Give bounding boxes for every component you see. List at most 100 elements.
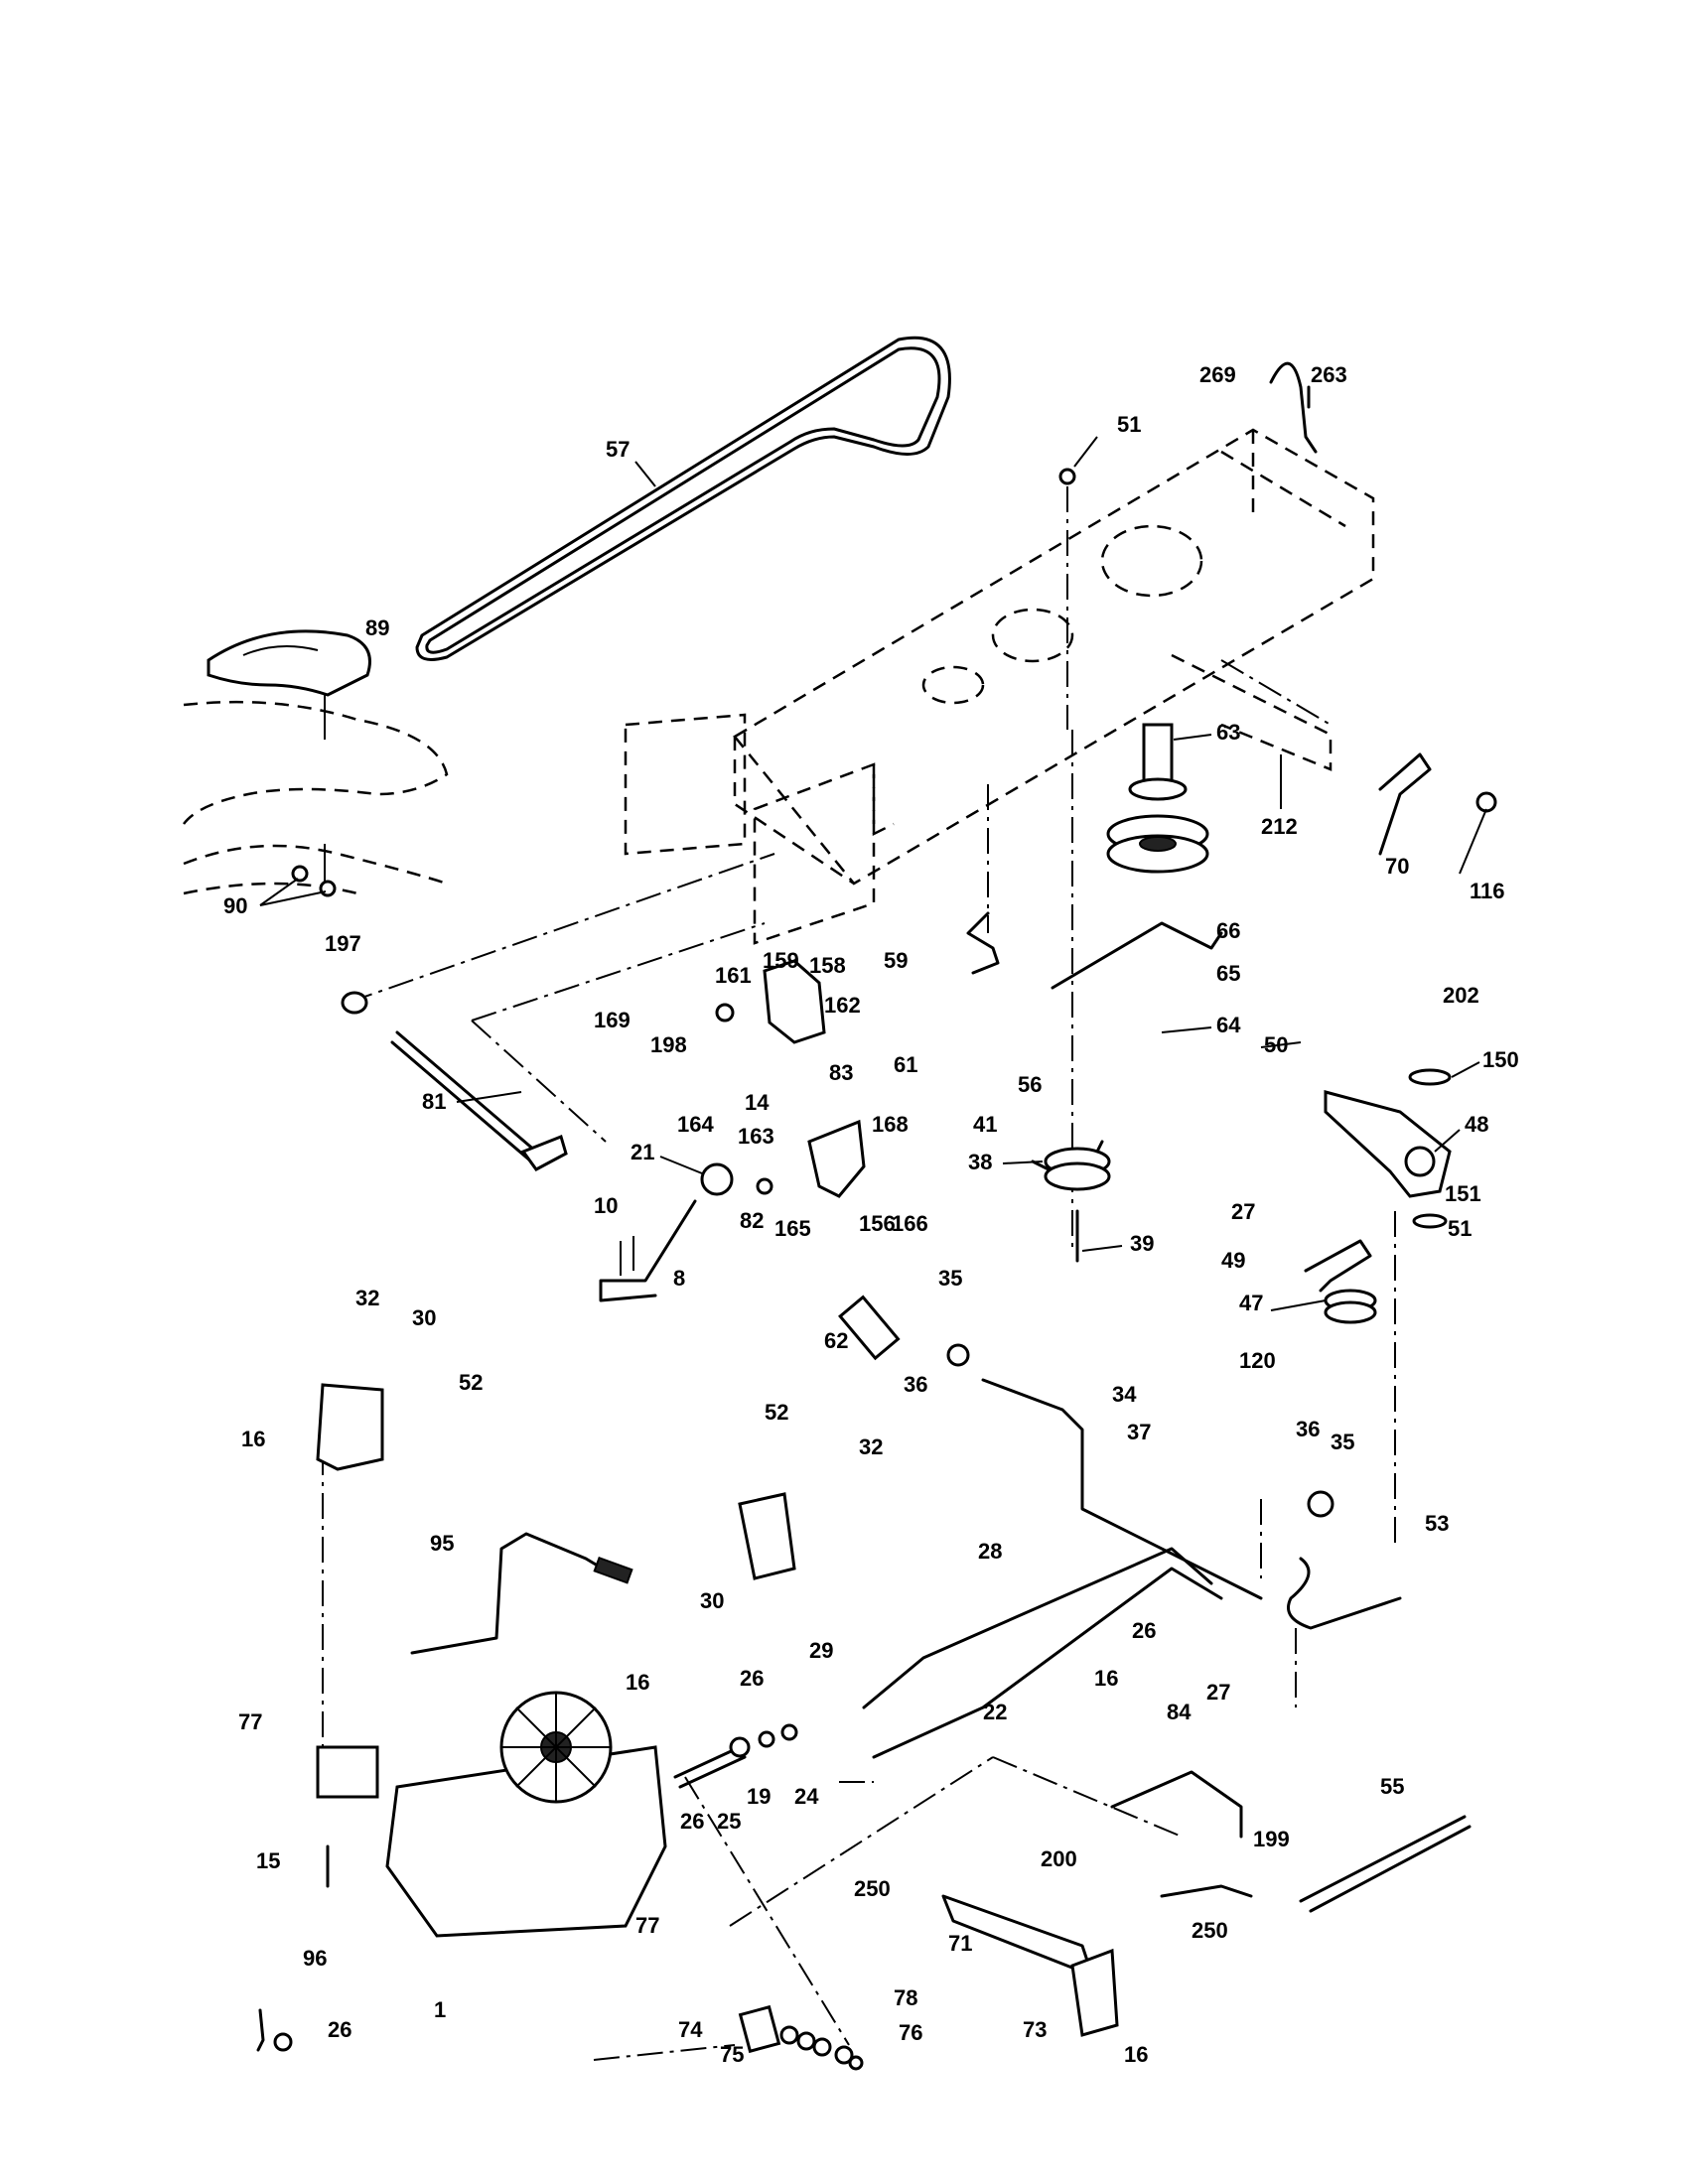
callout-250a: 250 [854,1876,891,1901]
callout-38: 38 [968,1150,992,1174]
nut-51 [1058,468,1076,730]
callout-52a: 52 [459,1370,483,1395]
mount-bracket-30b [738,1492,796,1580]
belt [415,336,951,661]
bar-84 [1110,1770,1253,1898]
callout-26c: 26 [680,1809,704,1834]
callout-21: 21 [631,1140,654,1164]
pulley-38 [1044,1147,1111,1263]
spindle-pulley [1106,723,1209,874]
callout-32a: 32 [355,1286,379,1310]
callout-labels: 57 269 263 51 89 63 212 70 116 90 66 65 … [223,362,1519,2067]
callout-156: 156 [859,1211,896,1236]
callout-162: 162 [824,993,861,1018]
callout-16d: 16 [1124,2042,1148,2067]
callout-250b: 250 [1192,1918,1228,1943]
callout-77a: 77 [238,1709,262,1734]
callout-28: 28 [978,1539,1002,1564]
callout-32b: 32 [859,1434,883,1459]
callout-84: 84 [1167,1700,1192,1724]
callout-165: 165 [774,1216,811,1241]
callout-197: 197 [325,931,361,956]
callout-83: 83 [829,1060,853,1085]
callout-1: 1 [434,1997,446,2022]
callout-59: 59 [884,948,908,973]
assembly-lines [322,659,1396,2061]
handle-269 [1269,361,1318,454]
callout-166: 166 [892,1211,928,1236]
callout-202: 202 [1443,983,1479,1008]
callout-30b: 30 [700,1588,724,1613]
callout-90: 90 [223,893,247,918]
callout-199: 199 [1253,1827,1290,1851]
callout-16c: 16 [1094,1666,1118,1691]
links-59-41 [966,911,1104,1183]
callout-53: 53 [1425,1511,1449,1536]
pin-96 [256,2008,293,2052]
leader-lines [259,436,1487,1311]
callout-62: 62 [824,1328,848,1353]
idler-arm [1324,1068,1452,1229]
callout-29: 29 [809,1638,833,1663]
callout-48: 48 [1465,1112,1488,1137]
callout-15: 15 [256,1848,280,1873]
callout-27b: 27 [1206,1680,1230,1705]
spring-25 [673,1723,798,1789]
callout-212: 212 [1261,814,1298,839]
callout-116: 116 [1470,879,1505,903]
callout-35a: 35 [938,1266,962,1291]
rod-95 [410,1532,633,1655]
callout-30a: 30 [412,1305,436,1330]
callout-78: 78 [894,1985,917,2010]
pulley-47 [1304,1239,1377,1324]
callout-34: 34 [1112,1382,1137,1407]
callout-64: 64 [1216,1013,1241,1037]
callout-63: 63 [1216,720,1240,745]
callout-26d: 26 [328,2017,351,2042]
chassis-frame [624,428,1375,945]
pivot-rod [341,991,568,1171]
link-71 [941,1894,1119,2037]
callout-14: 14 [745,1090,770,1115]
callout-89: 89 [365,615,389,640]
shift-rod [838,1295,1402,1630]
callout-71: 71 [948,1931,972,1956]
callout-36b: 36 [1296,1417,1320,1441]
callout-168: 168 [872,1112,909,1137]
callout-70: 70 [1385,854,1409,879]
callout-10: 10 [594,1193,618,1218]
callout-51: 51 [1117,412,1141,437]
callout-74: 74 [678,2017,703,2042]
callout-26a: 26 [1132,1618,1156,1643]
callout-25: 25 [717,1809,741,1834]
callout-164: 164 [677,1112,714,1137]
rods-28-22 [862,1547,1223,1759]
callout-61: 61 [894,1052,917,1077]
callout-95: 95 [430,1531,454,1556]
callout-73: 73 [1023,2017,1047,2042]
callout-159: 159 [763,948,799,973]
callout-150: 150 [1482,1047,1519,1072]
callout-57: 57 [606,437,630,462]
pedal-pad [183,629,449,895]
callout-169: 169 [594,1008,631,1032]
callout-163: 163 [738,1124,774,1149]
callout-24: 24 [794,1784,819,1809]
callout-76: 76 [899,2020,922,2045]
callout-16b: 16 [626,1670,649,1695]
callout-158: 158 [809,953,846,978]
transaxle [316,1691,667,1938]
callout-198: 198 [650,1032,687,1057]
callout-35b: 35 [1331,1430,1354,1454]
callout-37: 37 [1127,1420,1151,1444]
callout-65: 65 [1216,961,1240,986]
callout-82: 82 [740,1208,764,1233]
callout-56: 56 [1018,1072,1042,1097]
spring-55 [1299,1815,1472,1913]
callout-161: 161 [715,963,752,988]
callout-77b: 77 [635,1913,659,1938]
idler-bracket [1051,752,1497,990]
callout-27a: 27 [1231,1199,1255,1224]
